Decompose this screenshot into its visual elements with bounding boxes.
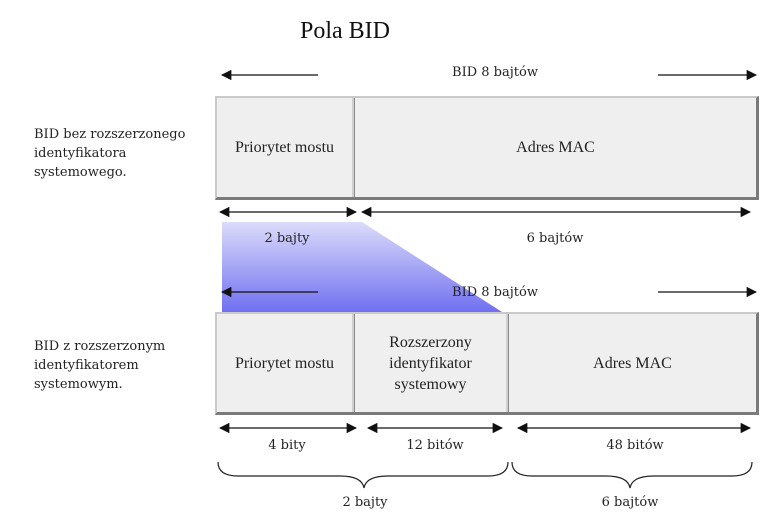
diagram-title: Pola BID — [300, 18, 390, 44]
side-label-line: BID z rozszerzonym — [34, 339, 166, 354]
top-side-label: BID bez rozszerzonego identyfikatora sys… — [34, 125, 185, 182]
field-label: Adres MAC — [593, 354, 672, 372]
bottom-size-label-1: 4 bity — [268, 438, 306, 453]
field-label: Priorytet mostu — [234, 139, 335, 156]
top-size-label-1: 2 bajty — [264, 231, 310, 246]
side-label-line: systemowego. — [34, 165, 127, 180]
field-label: Adres MAC — [516, 139, 595, 156]
field-priority: Priorytet mostu — [217, 314, 352, 412]
field-priority: Priorytet mostu — [217, 98, 352, 197]
bottom-size-label-2: 12 bitów — [406, 438, 464, 453]
side-label-line: identyfikatorem — [34, 358, 139, 373]
field-mac-address: Adres MAC — [355, 98, 756, 197]
bottom-size-label-3: 48 bitów — [606, 438, 664, 453]
field-divider — [352, 98, 355, 197]
side-label-line: identyfikatora — [34, 146, 127, 161]
bottom-total-label: BID 8 bajtów — [452, 285, 538, 300]
field-mac-address: Adres MAC — [509, 314, 756, 412]
field-divider — [506, 314, 509, 412]
side-label-line: systemowym. — [34, 377, 123, 392]
field-label: Rozszerzony identyfikator systemowy — [389, 333, 472, 393]
field-extended-system-id: Rozszerzony identyfikator systemowy — [355, 314, 506, 412]
field-label: Priorytet mostu — [234, 354, 335, 372]
brace-label-2: 6 bajtów — [601, 495, 659, 510]
field-divider — [352, 314, 355, 412]
brace-label-1: 2 bajty — [342, 495, 388, 510]
top-total-label: BID 8 bajtów — [452, 65, 538, 80]
brace-left — [217, 461, 509, 489]
bottom-side-label: BID z rozszerzonym identyfikatorem syste… — [34, 337, 165, 394]
bid-box-without-ext: Priorytet mostu Adres MAC — [215, 96, 759, 200]
top-size-label-2: 6 bajtów — [526, 231, 584, 246]
brace-right — [511, 461, 753, 489]
bid-box-with-ext: Priorytet mostu Rozszerzony identyfikato… — [215, 312, 759, 415]
highlight-wedge — [222, 222, 502, 312]
side-label-line: BID bez rozszerzonego — [34, 127, 186, 142]
